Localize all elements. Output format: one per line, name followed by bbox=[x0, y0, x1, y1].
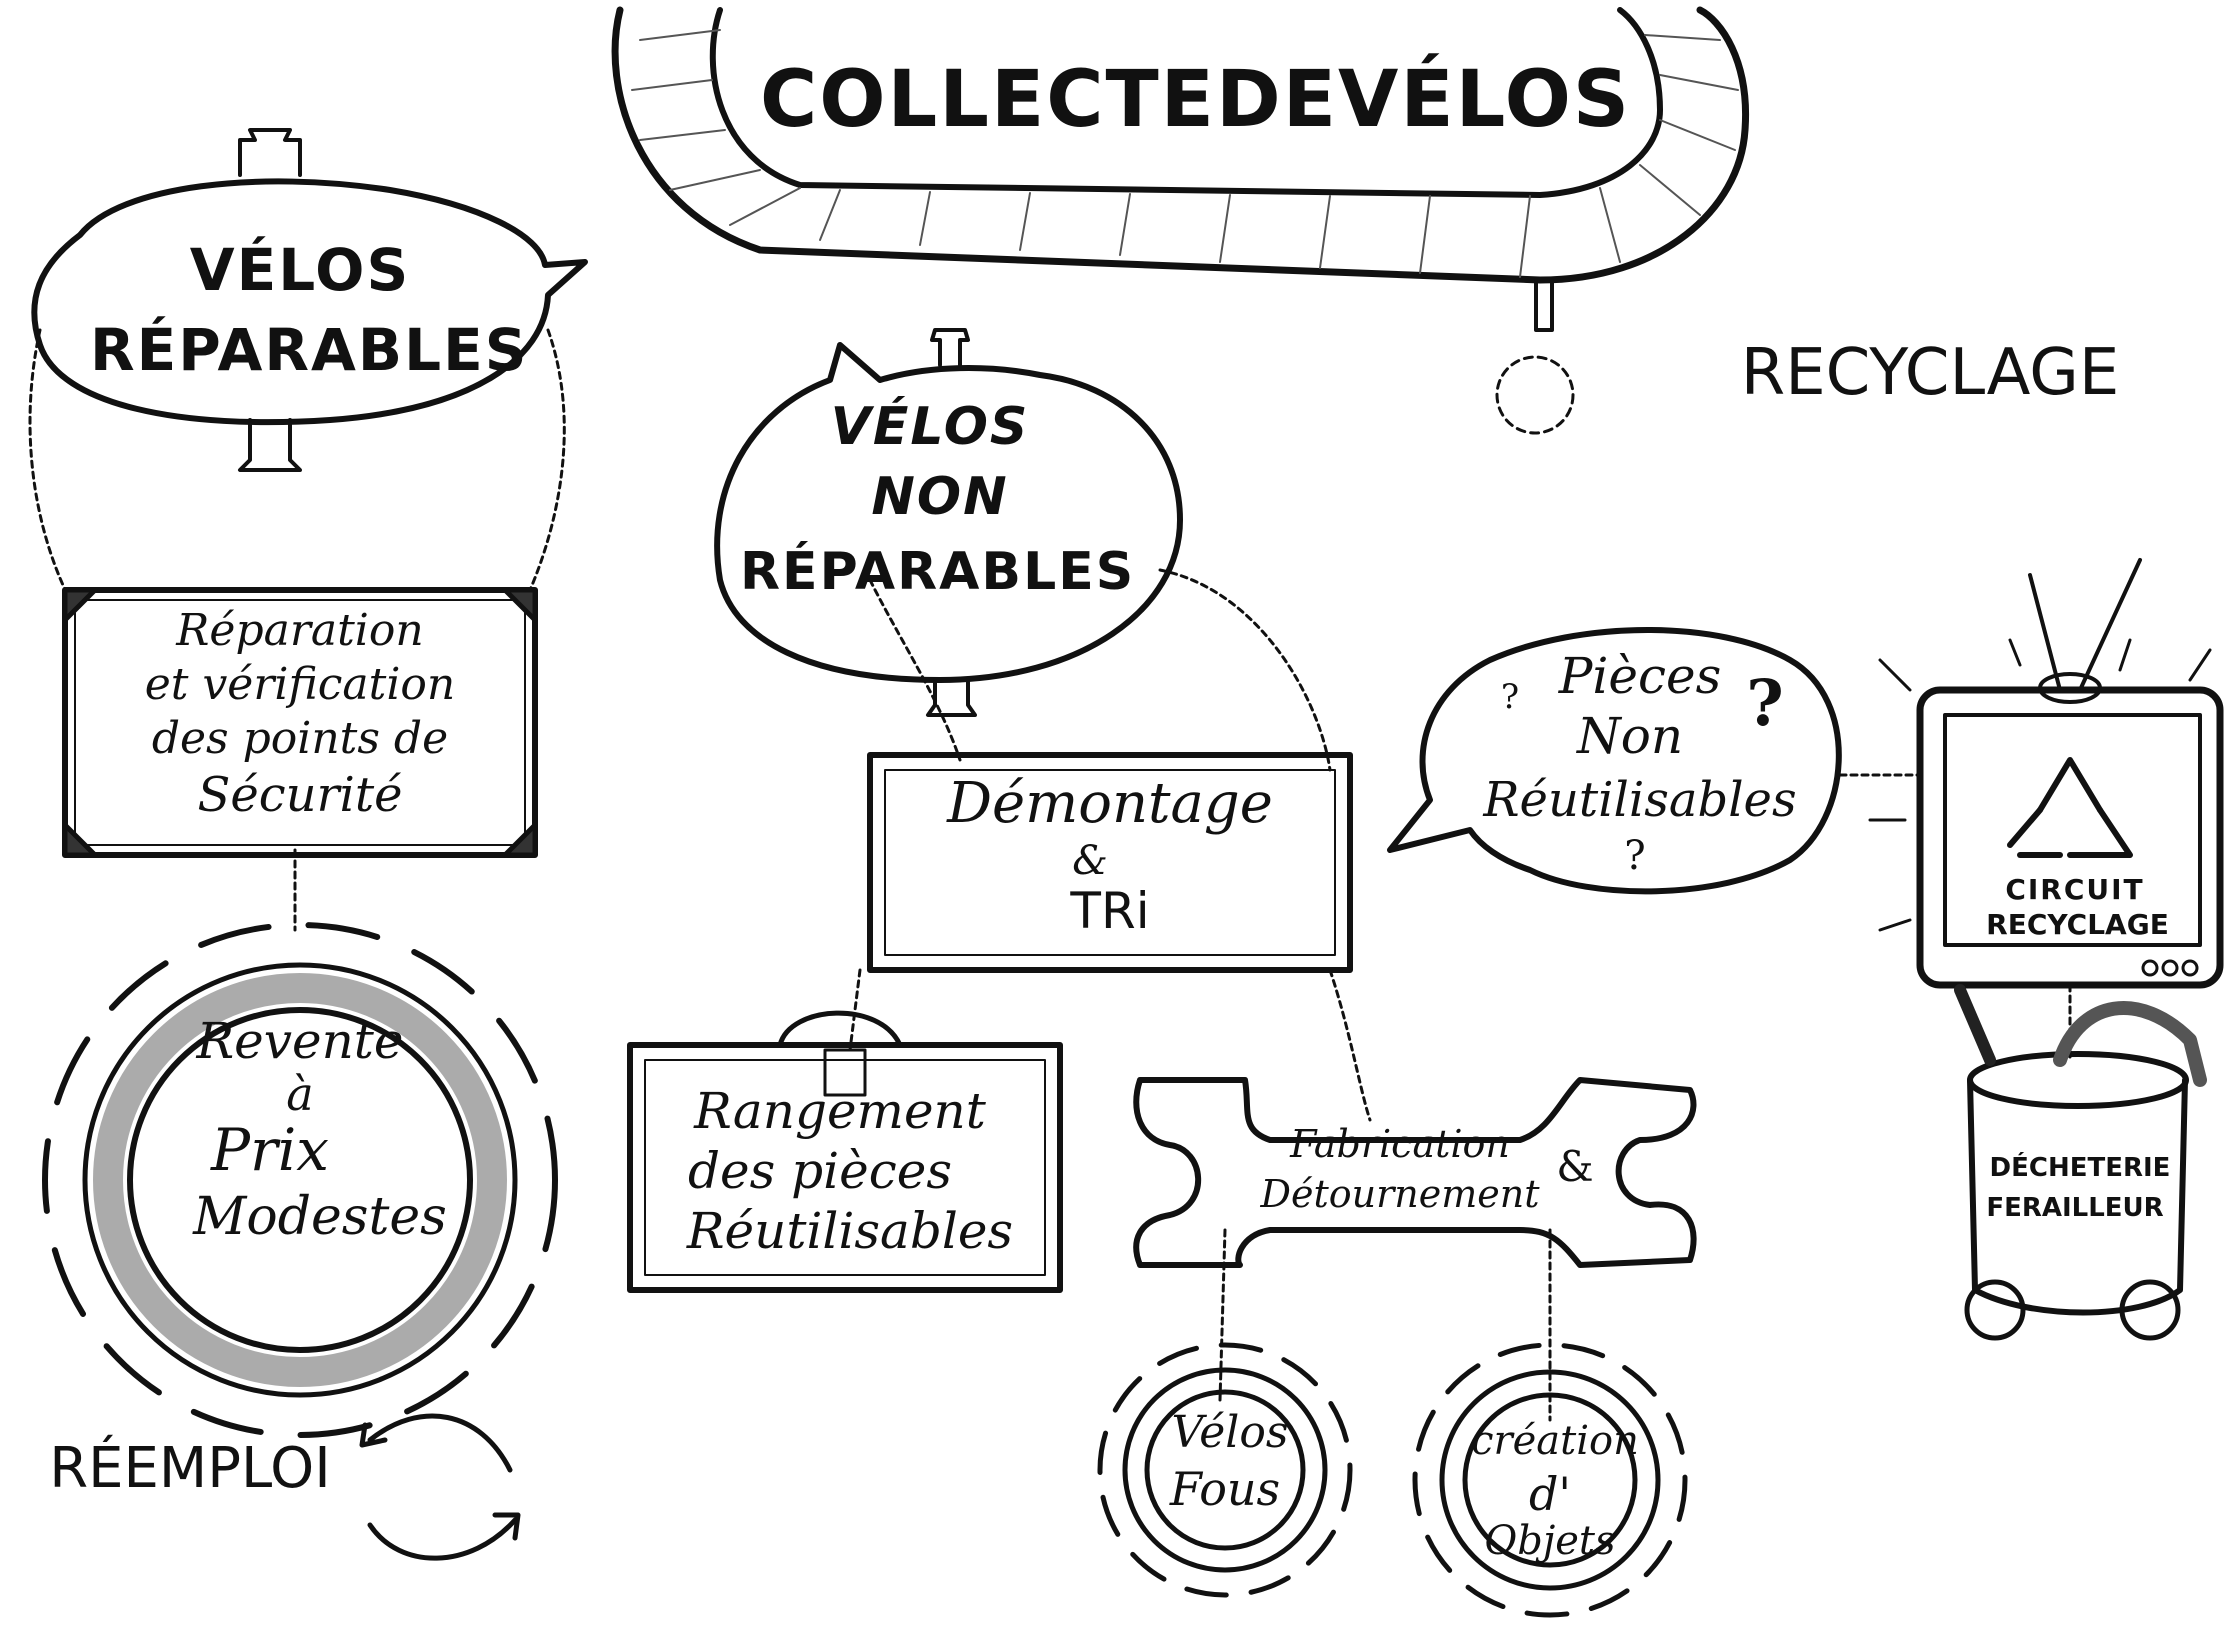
node-velos-non-reparables-line3: RÉPARABLES bbox=[740, 542, 1136, 602]
node-revente-line2: à bbox=[286, 1067, 314, 1121]
node-reparation-line3: des points de bbox=[151, 713, 449, 764]
node-revente-line3: Prix bbox=[210, 1116, 329, 1184]
node-fabrication-amp: & bbox=[1556, 1142, 1594, 1191]
node-creation-line2: d' bbox=[1528, 1467, 1572, 1521]
node-velos-fous-line1: Vélos bbox=[1171, 1407, 1289, 1458]
node-velos-reparables-line2: RÉPARABLES bbox=[90, 316, 529, 384]
node-rangement-line2: des pièces bbox=[688, 1142, 952, 1200]
node-velos-reparables-line1: VÉLOS bbox=[189, 236, 411, 304]
node-rangement-line3: Réutilisables bbox=[686, 1202, 1014, 1260]
node-rangement-line1: Rangement bbox=[694, 1082, 986, 1140]
node-decheterie-line1: DÉCHETERIE bbox=[1989, 1153, 2171, 1183]
node-pieces-q1: ? bbox=[1500, 677, 1520, 717]
node-pieces-line2: Non bbox=[1576, 707, 1684, 765]
node-demontage-line2: & bbox=[1072, 838, 1108, 884]
node-creation-line1: création bbox=[1471, 1418, 1639, 1464]
node-velos-non-reparables-line2: NON bbox=[871, 467, 1009, 527]
node-creation-line3: Objets bbox=[1484, 1518, 1616, 1564]
node-fabrication-line1: Fabrication bbox=[1290, 1122, 1510, 1166]
tv-rays bbox=[1868, 638, 2212, 932]
section-label-reemploi: RÉEMPLOI bbox=[49, 1436, 331, 1501]
frame-reparation bbox=[62, 587, 538, 858]
bubble-velos-reparables bbox=[31, 128, 588, 472]
wrench-fabrication bbox=[1133, 1077, 1697, 1268]
node-pieces-q3: ? bbox=[1624, 833, 1646, 879]
frame-rangement bbox=[627, 1010, 1063, 1293]
node-pieces-line1: Pièces bbox=[1558, 647, 1722, 705]
node-revente-line1: Revente bbox=[196, 1012, 404, 1070]
node-demontage-line1: Démontage bbox=[947, 771, 1273, 836]
node-velos-non-reparables-line1: VÉLOS bbox=[830, 397, 1030, 457]
node-reparation-line4: Sécurité bbox=[197, 767, 403, 823]
node-reparation-line2: et vérification bbox=[144, 659, 456, 710]
reemploi-cycle-icon bbox=[359, 1413, 521, 1561]
tv-circuit-recyclage bbox=[1916, 558, 2224, 989]
title-banner bbox=[611, 6, 1750, 284]
bubble-pieces-non-reutilisables bbox=[1387, 627, 1842, 895]
banner-hatching bbox=[631, 29, 1739, 278]
node-decheterie-line2: FERAILLEUR bbox=[1986, 1193, 2164, 1223]
node-demontage-line3: TRi bbox=[1070, 882, 1150, 940]
gear-revente bbox=[42, 922, 558, 1438]
node-fabrication-line2: Détournement bbox=[1260, 1172, 1540, 1216]
banner-bolt-icon bbox=[1495, 278, 1575, 435]
node-velos-fous-line2: Fous bbox=[1169, 1462, 1281, 1516]
node-pieces-line3: Réutilisables bbox=[1483, 772, 1797, 828]
node-circuit-line2: RECYCLAGE bbox=[1986, 908, 2169, 941]
node-reparation-line1: Réparation bbox=[176, 605, 424, 656]
bubble-velos-non-reparables bbox=[714, 328, 1183, 717]
page-title: COLLECTEDEVÉLOS bbox=[760, 55, 1632, 145]
bin-decheterie bbox=[1954, 984, 2207, 1341]
section-label-recyclage: RECYCLAGE bbox=[1740, 336, 2120, 410]
gear-velos-fous bbox=[1097, 1342, 1353, 1598]
gear-creation bbox=[1412, 1342, 1688, 1618]
node-revente-line4: Modestes bbox=[193, 1187, 447, 1247]
node-pieces-q2: ? bbox=[1746, 666, 1784, 741]
node-circuit-line1: CIRCUIT bbox=[2005, 873, 2145, 906]
recycle-icon bbox=[2007, 757, 2133, 858]
frame-demontage bbox=[867, 752, 1353, 973]
